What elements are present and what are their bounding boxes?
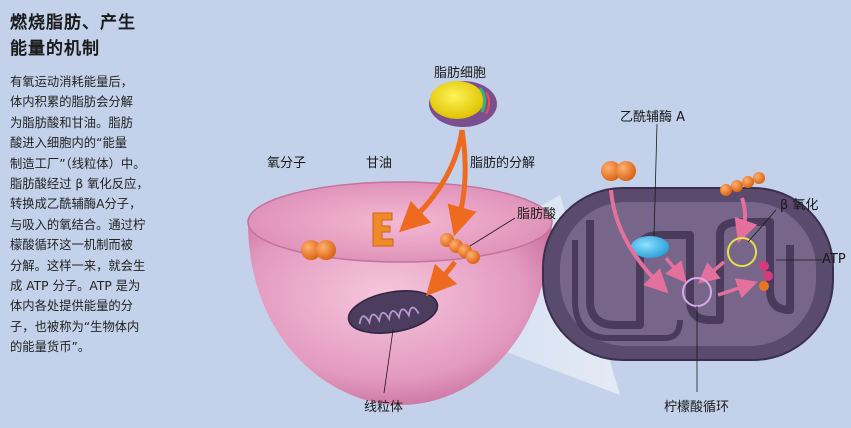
- fat-cell-icon: [429, 81, 497, 127]
- oxygen-label: 氧分子: [267, 152, 306, 171]
- citric-cycle-label: 柠檬酸循环: [664, 396, 729, 415]
- glycerol-icon: [373, 213, 393, 246]
- acetyl-coa-label: 乙酰辅酶 A: [620, 106, 685, 125]
- oxygen-molecule-icon: [601, 161, 636, 181]
- mitochondrion-label: 线粒体: [364, 396, 403, 415]
- fat-breakdown-label: 脂肪的分解: [470, 152, 535, 171]
- fat-cell-label: 脂肪细胞: [434, 62, 486, 81]
- glycerol-label: 甘油: [366, 152, 392, 171]
- beta-oxidation-label: β 氧化: [780, 194, 818, 213]
- atp-label: ATP: [822, 252, 846, 267]
- mitochondrion-enlarged: [543, 188, 833, 360]
- fatty-acid-label: 脂肪酸: [517, 203, 556, 222]
